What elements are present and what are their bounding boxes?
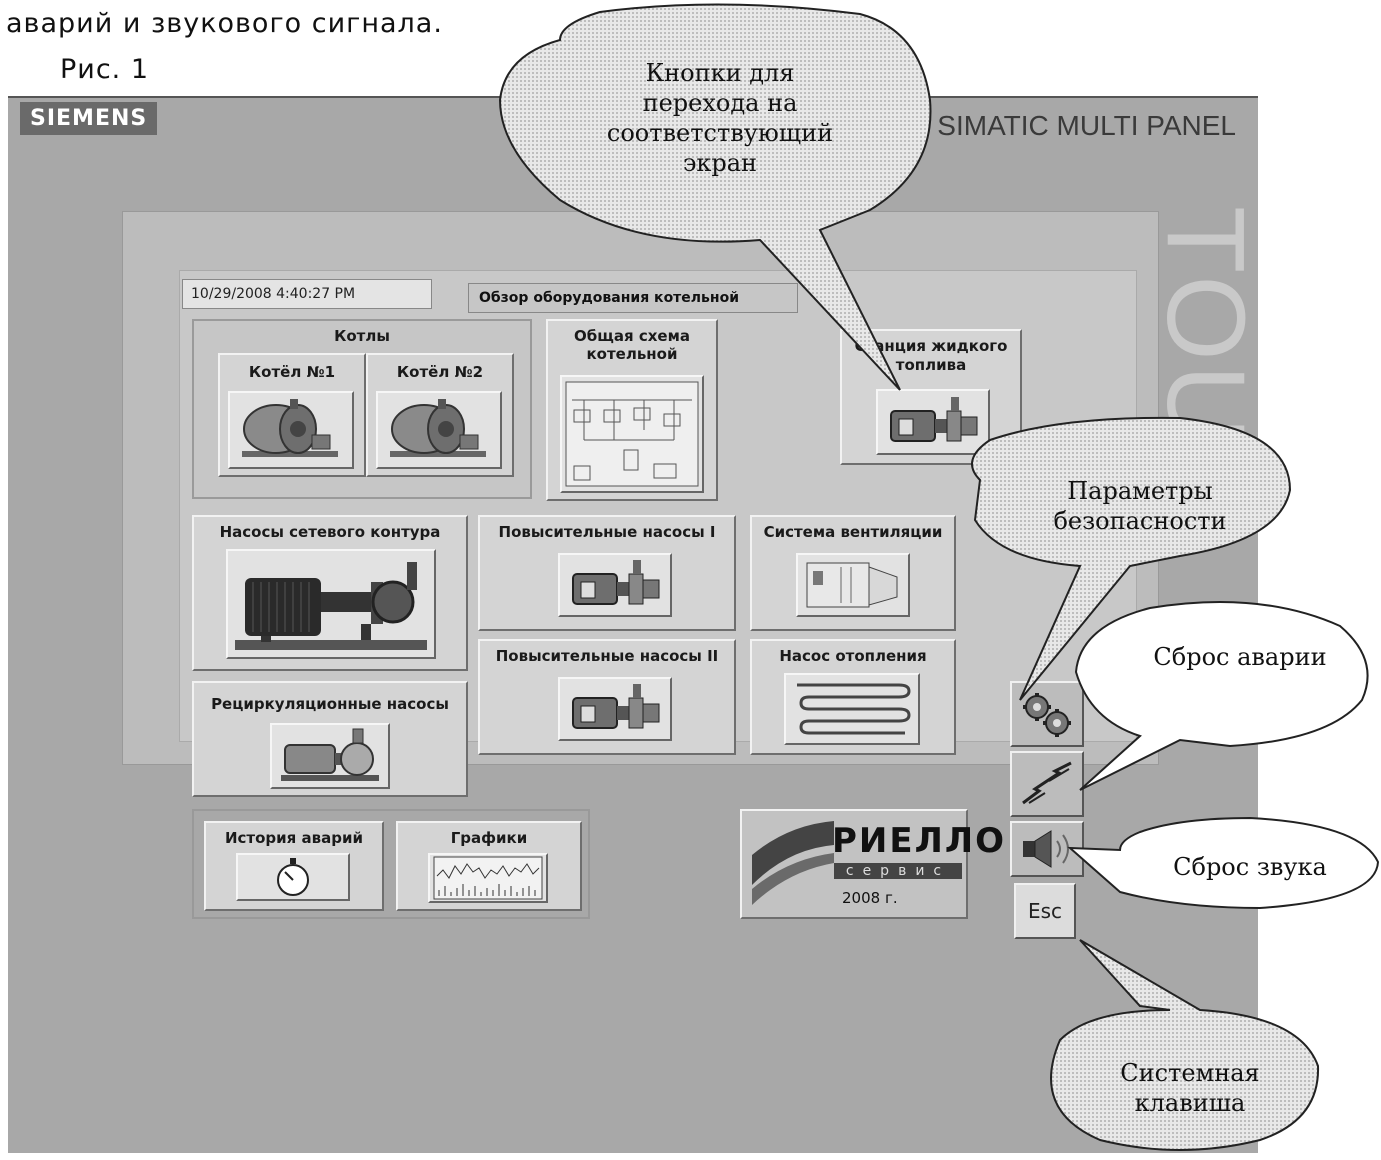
figure-label: Рис. 1: [60, 54, 150, 85]
fuel-station-label: Станция жидкого топлива: [854, 337, 1008, 374]
callout-nav-buttons: [498, 3, 932, 391]
boiler-icon: [228, 391, 354, 469]
callout-sound-reset-text: Сброс звука: [1173, 853, 1327, 881]
esc-button[interactable]: Esc: [1014, 883, 1076, 939]
pump-icon: [558, 677, 672, 741]
ventilation-label: Система вентиляции: [763, 523, 943, 541]
ventilation-unit-icon: [796, 553, 910, 617]
boost-pumps-2-button[interactable]: Повысительные насосы II: [478, 639, 736, 755]
brand-logo: SIEMENS: [20, 102, 158, 135]
screen-title: Обзор оборудования котельной: [468, 283, 798, 313]
boiler-2-button[interactable]: Котёл №2: [366, 353, 514, 477]
heating-pump-label: Насос отопления: [779, 647, 927, 665]
graph-thumbnail-icon: [428, 853, 548, 903]
callout-nav-buttons-text: Кнопки для перехода на соответствующий э…: [606, 59, 834, 177]
callout-safety: [971, 416, 1292, 701]
callout-system-key-text: Системная клавиша: [1120, 1059, 1260, 1117]
logo-main-text: РИЕЛЛО: [832, 821, 1006, 861]
callout-system-key: [1050, 939, 1320, 1151]
gears-icon: [1023, 693, 1071, 737]
callout-sound-reset: [1067, 816, 1380, 910]
pump-icon: [876, 389, 990, 455]
heating-pump-button[interactable]: Насос отопления: [750, 639, 956, 755]
boiler-1-button[interactable]: Котёл №1: [218, 353, 366, 477]
model-label: SIMATIC MULTI PANEL: [937, 110, 1236, 141]
boilers-group: Котлы Котёл №1 Котёл №2: [192, 319, 532, 499]
general-scheme-button[interactable]: Общая схема котельной: [546, 319, 718, 501]
alarm-history-label: История аварий: [224, 829, 364, 847]
boiler-1-label: Котёл №1: [248, 363, 336, 381]
logo-swoosh-icon: [752, 821, 834, 905]
large-pump-icon: [226, 549, 436, 659]
boilers-title: Котлы: [334, 327, 390, 345]
boiler-2-label: Котёл №2: [396, 363, 484, 381]
pump-icon: [558, 553, 672, 617]
network-pumps-label: Насосы сетевого контура: [219, 523, 441, 541]
safety-params-button[interactable]: [1010, 681, 1084, 747]
speaker-icon: [1023, 830, 1069, 868]
boost-pumps-2-label: Повысительные насосы II: [495, 647, 719, 665]
callout-alarm-reset-text: Сброс аварии: [1153, 643, 1327, 671]
boost-pumps-1-button[interactable]: Повысительные насосы I: [478, 515, 736, 631]
scheme-thumbnail-icon: [560, 375, 704, 493]
history-graphs-group: История аварий Графики: [192, 809, 590, 919]
caption-line: аварий и звукового сигнала.: [6, 8, 443, 39]
callout-alarm-reset: [1074, 601, 1369, 791]
graphs-button[interactable]: Графики: [396, 821, 582, 911]
logo-sub-text: сервис: [834, 863, 962, 879]
company-logo: РИЕЛЛО сервис 2008 г.: [740, 809, 1004, 919]
graphs-label: Графики: [450, 829, 528, 847]
callout-safety-text: Параметры безопасности: [1053, 477, 1227, 535]
alarm-reset-icon: [1022, 761, 1072, 805]
ventilation-button[interactable]: Система вентиляции: [750, 515, 956, 631]
network-pumps-button[interactable]: Насосы сетевого контура: [192, 515, 468, 671]
alarm-history-button[interactable]: История аварий: [204, 821, 384, 911]
heat-exchanger-icon: [784, 673, 920, 745]
recirc-pumps-label: Рециркуляционные насосы: [211, 695, 449, 713]
alarm-reset-button[interactable]: [1010, 751, 1084, 817]
logo-year: 2008 г.: [842, 889, 898, 907]
recirc-pump-icon: [270, 723, 390, 789]
datetime-field: 10/29/2008 4:40:27 PM: [182, 279, 432, 309]
boost-pumps-1-label: Повысительные насосы I: [498, 523, 716, 541]
stopwatch-icon: [236, 853, 350, 901]
recirc-pumps-button[interactable]: Рециркуляционные насосы: [192, 681, 468, 797]
general-scheme-label: Общая схема котельной: [574, 327, 690, 363]
boiler-icon: [376, 391, 502, 469]
